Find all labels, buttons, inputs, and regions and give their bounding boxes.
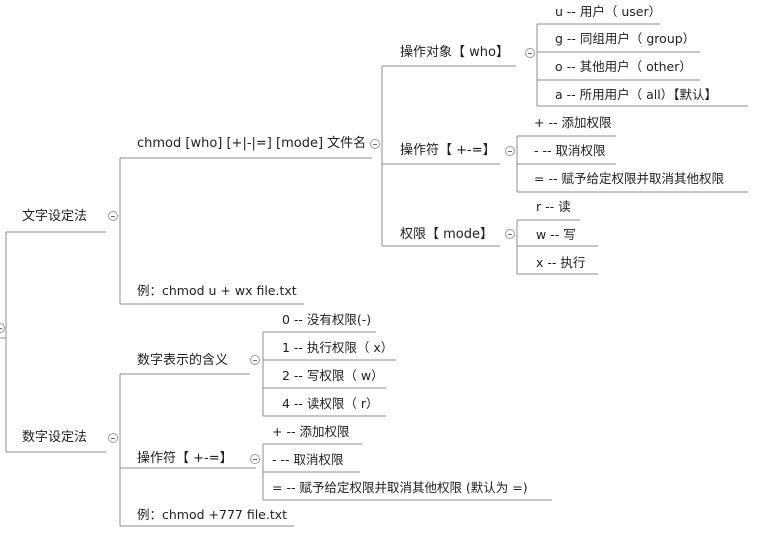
node-who-header[interactable]: 操作对象【 who】: [400, 45, 509, 60]
node-numeric-method[interactable]: 数字设定法: [22, 430, 88, 445]
node-op-header[interactable]: 操作符【 +-=】: [400, 143, 496, 158]
node-chmod-syntax[interactable]: chmod [who] [+|-|=] [mode] 文件名: [137, 136, 367, 151]
node-mode-item[interactable]: r -- 读: [536, 199, 571, 214]
node-op-item[interactable]: + -- 添加权限: [534, 115, 612, 130]
node-num-op-item[interactable]: - -- 取消权限: [272, 452, 344, 467]
collapse-toggle-numeric-method[interactable]: [108, 433, 118, 443]
node-who-item[interactable]: u -- 用户（ user）: [555, 4, 662, 19]
node-num-op-item[interactable]: = -- 赋予给定权限并取消其他权限 (默认为 =): [272, 480, 528, 495]
node-mode-item[interactable]: w -- 写: [536, 227, 576, 242]
node-num-item[interactable]: 1 -- 执行权限（ x）: [282, 340, 394, 355]
collapse-toggle-chmod-syntax[interactable]: [370, 139, 380, 149]
collapse-toggle-op[interactable]: [505, 146, 515, 156]
node-who-item[interactable]: g -- 同组用户（ group）: [555, 31, 696, 46]
node-mode-header[interactable]: 权限【 mode】: [400, 227, 493, 242]
node-text-example[interactable]: 例：chmod u + wx file.txt: [137, 283, 297, 298]
node-num-op-header[interactable]: 操作符【 +-=】: [137, 451, 233, 466]
node-who-item[interactable]: a -- 所用用户（ all）【默认】: [555, 87, 717, 102]
collapse-toggle-text-method[interactable]: [108, 211, 118, 221]
node-num-item[interactable]: 0 -- 没有权限(-): [282, 312, 372, 327]
node-num-item[interactable]: 4 -- 读权限（ r）: [282, 396, 379, 411]
collapse-toggle-who[interactable]: [525, 48, 535, 58]
node-num-meaning[interactable]: 数字表示的含义: [137, 353, 229, 368]
node-op-item[interactable]: - -- 取消权限: [534, 143, 606, 158]
collapse-toggle-num-meaning[interactable]: [250, 355, 260, 365]
node-num-op-item[interactable]: + -- 添加权限: [272, 424, 350, 439]
node-op-item[interactable]: = -- 赋予给定权限并取消其他权限: [534, 171, 724, 186]
node-num-example[interactable]: 例：chmod +777 file.txt: [137, 507, 288, 522]
node-mode-item[interactable]: x -- 执行: [536, 255, 586, 270]
collapse-toggle-mode[interactable]: [505, 229, 515, 239]
node-num-item[interactable]: 2 -- 写权限（ w）: [282, 368, 384, 383]
node-text-method[interactable]: 文字设定法: [22, 209, 88, 224]
collapse-toggle-num-op[interactable]: [250, 454, 260, 464]
node-who-item[interactable]: o -- 其他用户（ other）: [555, 59, 692, 74]
